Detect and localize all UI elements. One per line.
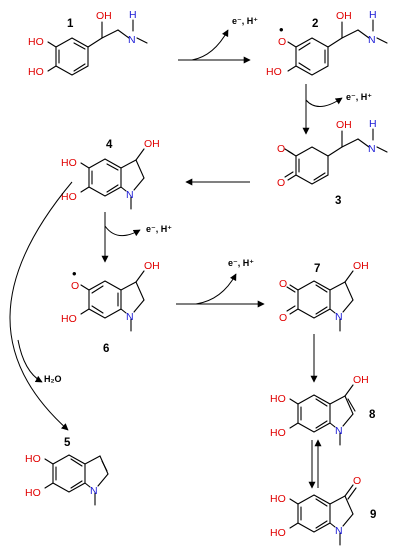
hydroxyl-label: OH <box>353 260 369 272</box>
nitrogen-label: N <box>335 311 343 323</box>
hydroxyl-label: HO <box>25 487 41 499</box>
hydroxyl-label: HO <box>61 191 77 203</box>
compound-4: 4 HO HO OH N <box>61 138 160 210</box>
nitrogen-label: N <box>335 425 343 437</box>
equilibrium-8-9 <box>308 439 322 489</box>
arrow-6-to-7: e⁻, H⁺ <box>176 258 265 308</box>
hydroxyl-label: HO <box>270 493 286 505</box>
arrow-4-to-6: e⁻, H⁺ <box>101 212 172 263</box>
compound-2: 2 O • HO OH N H <box>266 9 388 78</box>
carbonyl-oxygen-label: O <box>279 312 287 324</box>
compound-number: 9 <box>370 509 376 521</box>
compound-5: 5 HO HO N <box>25 437 109 506</box>
hydroxyl-label: OH <box>144 260 160 272</box>
compound-1: 1 HO HO OH N H <box>28 9 148 78</box>
nitrogen-label: N <box>368 34 376 46</box>
hydroxyl-label: HO <box>270 427 286 439</box>
arrow-1-to-2: e⁻, H⁺ <box>178 16 258 64</box>
arrow-2-to-3: e⁻, H⁺ <box>302 84 372 135</box>
oxygen-label: O <box>278 36 286 48</box>
oxygen-label: O <box>71 280 79 292</box>
hydroxyl-label: HO <box>28 66 44 78</box>
compound-9: HO HO O N 9 <box>270 475 376 546</box>
hydroxyl-label: HO <box>266 66 282 78</box>
reagent-label: e⁻, H⁺ <box>346 92 372 102</box>
compound-8: HO HO OH N 8 <box>270 374 376 446</box>
compound-3: O O 3 OH N H <box>277 118 388 207</box>
carbonyl-oxygen-label: O <box>279 278 287 290</box>
radical-dot: • <box>72 266 77 281</box>
compound-number: 6 <box>103 343 109 355</box>
arrow-4-to-5: H₂O <box>9 181 73 431</box>
hydroxyl-label: HO <box>25 453 41 465</box>
nitrogen-label: N <box>126 189 134 201</box>
reagent-label: H₂O <box>44 374 62 384</box>
compound-number: 4 <box>106 139 113 151</box>
compound-number: 7 <box>314 263 320 275</box>
compound-number: 3 <box>335 195 341 207</box>
nitrogen-label: N <box>368 143 376 155</box>
hydroxyl-label: OH <box>353 374 369 386</box>
hydrogen-label: H <box>369 118 377 130</box>
hydroxyl-label: OH <box>336 119 352 131</box>
hydroxyl-label: HO <box>28 36 44 48</box>
compound-number: 2 <box>312 18 318 30</box>
hydroxyl-label: OH <box>96 10 112 22</box>
compound-7: 7 O O OH N <box>279 260 369 332</box>
hydroxyl-label: OH <box>336 10 352 22</box>
compound-6: O • HO OH N 6 <box>61 260 160 355</box>
carbonyl-oxygen-label: O <box>277 143 285 155</box>
reagent-label: e⁻, H⁺ <box>146 224 172 234</box>
hydroxyl-label: HO <box>61 157 77 169</box>
hydroxyl-label: OH <box>144 138 160 150</box>
reagent-label: e⁻, H⁺ <box>232 16 258 26</box>
nitrogen-label: N <box>126 311 134 323</box>
hydrogen-label: H <box>369 9 377 21</box>
carbonyl-oxygen-label: O <box>277 177 285 189</box>
nitrogen-label: N <box>128 34 136 46</box>
compound-number: 8 <box>369 409 376 421</box>
hydroxyl-label: HO <box>270 393 286 405</box>
hydroxyl-label: HO <box>61 313 77 325</box>
hydroxyl-label: HO <box>270 527 286 539</box>
compound-number: 5 <box>64 437 71 449</box>
hydrogen-label: H <box>129 9 137 21</box>
radical-dot: • <box>279 22 284 37</box>
carbonyl-oxygen-label: O <box>353 475 361 487</box>
nitrogen-label: N <box>335 525 343 537</box>
reagent-label: e⁻, H⁺ <box>228 258 254 268</box>
nitrogen-label: N <box>90 485 98 497</box>
compound-number: 1 <box>67 18 74 30</box>
